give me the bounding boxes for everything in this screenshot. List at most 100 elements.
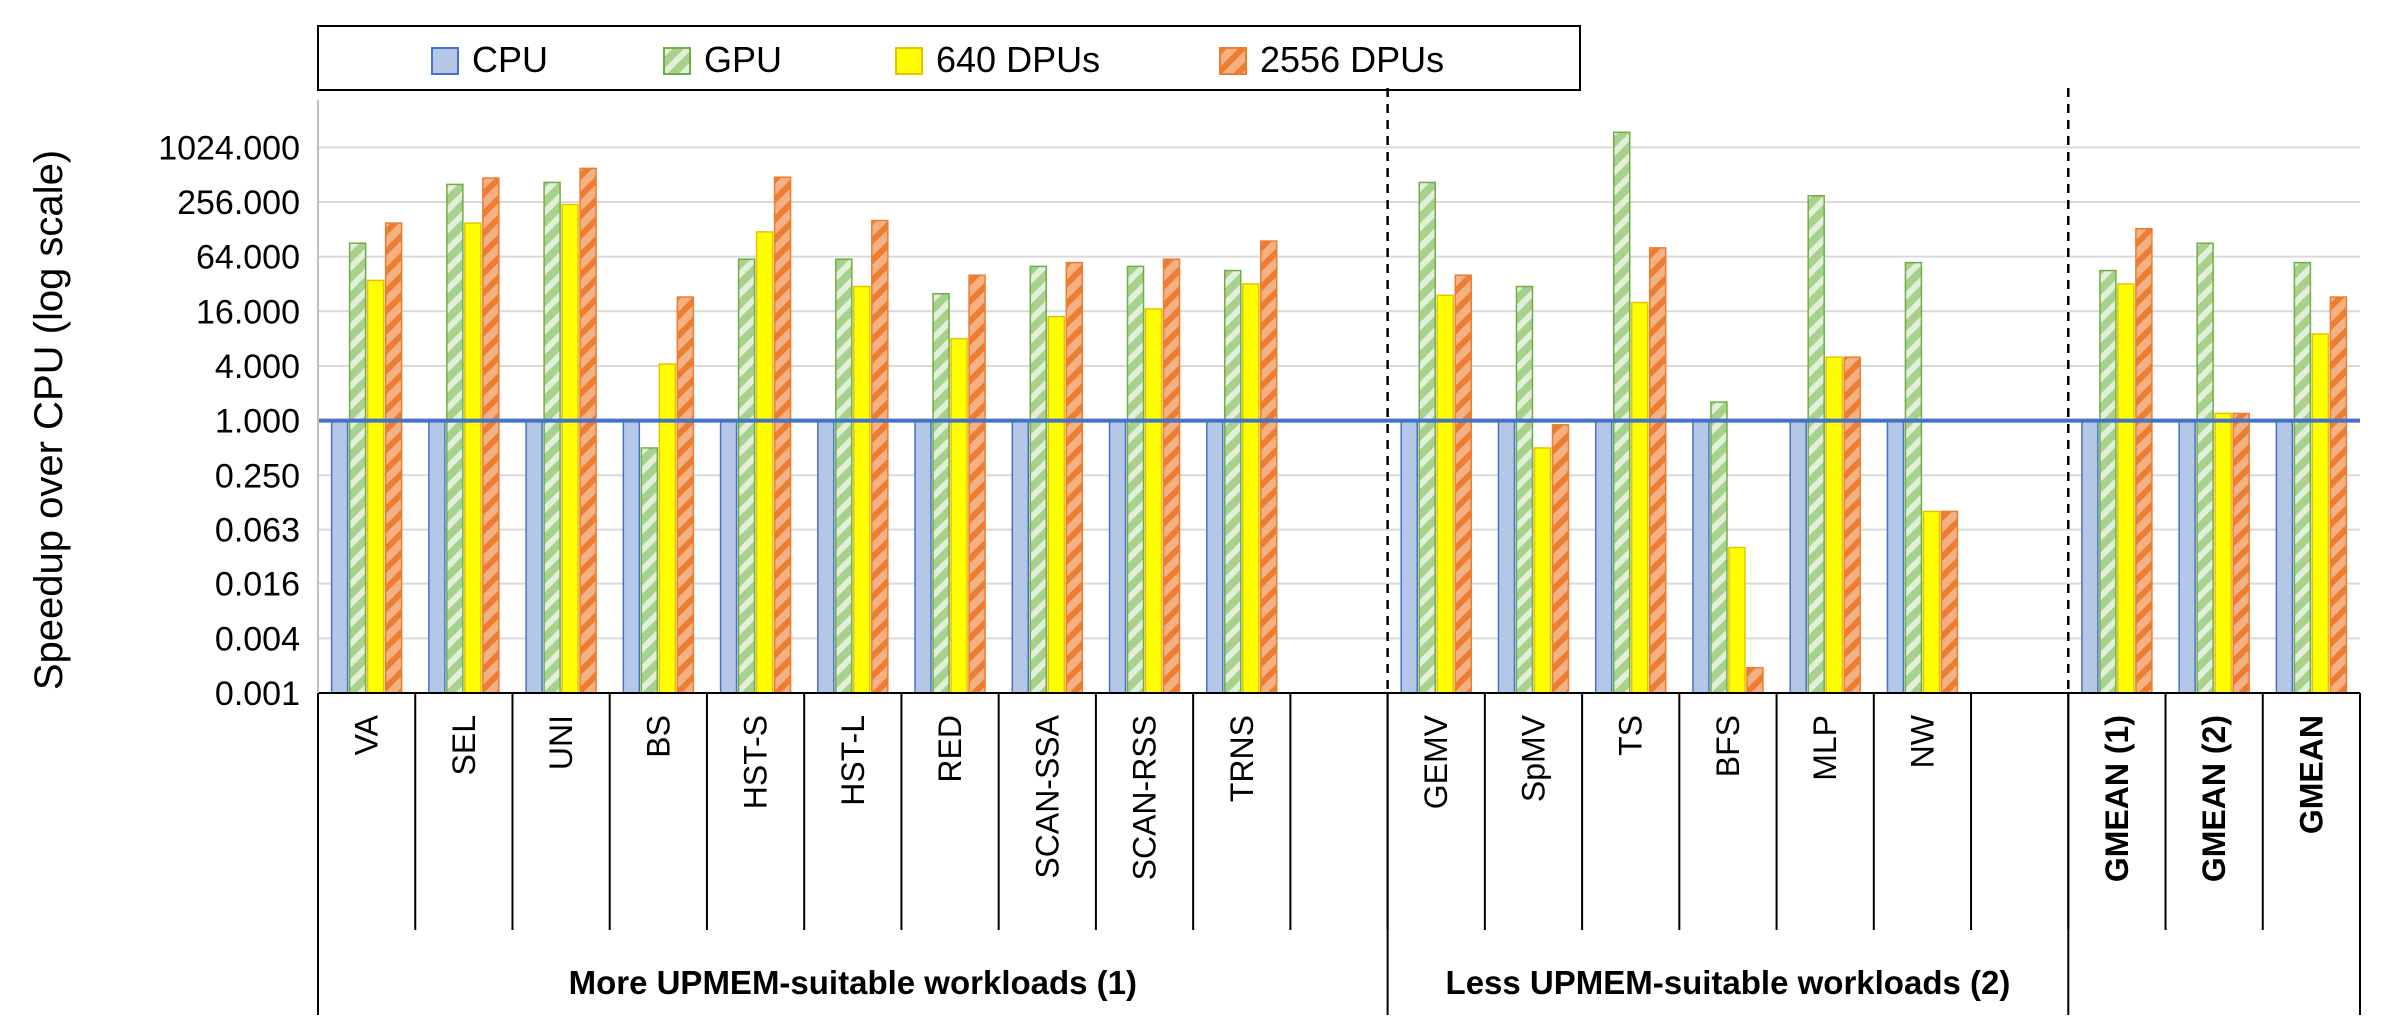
bar-cpu [1594, 419, 1613, 694]
legend-label-cpu: CPU [472, 39, 548, 80]
legend-swatch-2556-dpus [1219, 47, 1247, 75]
bar-gpu [543, 181, 561, 694]
bar-2556-dpus [579, 167, 597, 694]
y-tick-label: 256.000 [177, 184, 300, 222]
bar-2556-dpus [2232, 412, 2250, 694]
bar-640-dpus [1047, 315, 1066, 694]
bar-2556-dpus [871, 219, 889, 694]
bar-gpu [1612, 131, 1631, 694]
bar-2556-dpus [1940, 510, 1959, 694]
legend: CPU GPU 640 DPUs 2556 DPUs [317, 25, 1581, 91]
bar-cpu [2081, 419, 2099, 694]
bar-640-dpus [1242, 283, 1260, 694]
x-category-label: GMEAN (1) [2099, 715, 2135, 882]
bar-2556-dpus [1162, 258, 1181, 694]
x-category-label: BFS [1710, 715, 1746, 777]
bar-640-dpus [950, 337, 968, 694]
bar-cpu [428, 419, 446, 694]
bar-cpu [1789, 419, 1807, 694]
bar-640-dpus [2311, 333, 2330, 694]
y-tick-label: 1.000 [215, 403, 300, 441]
bar-gpu [932, 292, 950, 694]
y-axis-title: Speedup over CPU (log scale) [27, 150, 71, 690]
bar-640-dpus [1825, 356, 1843, 694]
legend-item-cpu: CPU [431, 39, 548, 80]
x-category-label: GMEAN (2) [2196, 715, 2232, 882]
bar-cpu [2275, 419, 2294, 694]
bar-2556-dpus [2329, 296, 2348, 694]
bars [318, 131, 2360, 694]
bar-cpu [1692, 419, 1710, 694]
bar-gpu [640, 447, 659, 694]
x-category-label: RED [932, 715, 968, 783]
group-label: More UPMEM-suitable workloads (1) [569, 964, 1137, 1001]
bar-cpu [622, 419, 641, 694]
bar-2556-dpus [1843, 356, 1861, 694]
bar-cpu [1108, 419, 1127, 694]
bar-640-dpus [853, 285, 871, 694]
bar-640-dpus [1436, 294, 1454, 694]
x-category-label: GMEAN [2293, 715, 2329, 834]
x-category-label: HST-L [835, 715, 871, 806]
y-tick-label: 4.000 [215, 348, 300, 386]
bar-2556-dpus [676, 296, 695, 694]
bar-gpu [1904, 261, 1923, 694]
x-category-label: SCAN-SSA [1029, 714, 1065, 878]
bar-640-dpus [1630, 301, 1649, 694]
bar-cpu [914, 419, 932, 694]
y-tick-label: 1024.000 [158, 129, 300, 167]
bar-2556-dpus [1065, 261, 1084, 694]
y-tick-label: 0.063 [215, 512, 300, 550]
bar-640-dpus [366, 279, 385, 694]
bar-gpu [2196, 242, 2214, 694]
bar-cpu [1011, 419, 1030, 694]
bar-640-dpus [658, 363, 677, 694]
x-category-label: HST-S [738, 715, 774, 809]
bar-2556-dpus [2135, 227, 2153, 694]
bar-cpu [1497, 419, 1516, 694]
legend-label-gpu: GPU [704, 39, 782, 80]
bar-640-dpus [2117, 283, 2135, 694]
bar-640-dpus [1144, 308, 1163, 694]
bar-gpu [1126, 265, 1145, 694]
y-axis-ticks: 0.001 0.004 0.016 0.063 0.250 1.000 4.000 16.00… [158, 129, 300, 713]
bar-2556-dpus [1454, 274, 1472, 694]
legend-item-640-dpus: 640 DPUs [895, 39, 1100, 80]
bar-2556-dpus [482, 177, 500, 694]
bar-2556-dpus [1551, 424, 1570, 694]
x-category-label: MLP [1807, 715, 1843, 781]
y-tick-label: 0.004 [215, 620, 300, 658]
bar-gpu [348, 242, 367, 694]
y-tick-label: 0.016 [215, 566, 300, 604]
y-tick-label: 0.250 [215, 457, 300, 495]
x-category-label: SEL [446, 715, 482, 775]
x-category-label: SCAN-RSS [1127, 715, 1163, 880]
bar-640-dpus [2214, 412, 2232, 694]
bar-2556-dpus [1260, 240, 1278, 694]
x-category-label: VA [349, 714, 385, 755]
bar-640-dpus [561, 203, 579, 694]
group-label: Less UPMEM-suitable workloads (2) [1446, 964, 2011, 1001]
legend-box [317, 25, 1581, 91]
bar-gpu [1418, 181, 1436, 694]
bar-gpu [2293, 261, 2312, 694]
bar-gpu [1807, 194, 1825, 694]
x-category-label: UNI [543, 715, 579, 770]
bar-cpu [1400, 419, 1418, 694]
x-category-label: TRNS [1224, 715, 1260, 802]
bar-gpu [737, 258, 756, 694]
bar-cpu [817, 419, 835, 694]
legend-swatch-gpu [663, 47, 691, 75]
bar-640-dpus [464, 222, 482, 694]
bar-cpu [525, 419, 543, 694]
bar-cpu [1886, 419, 1905, 694]
bar-gpu [2099, 269, 2117, 694]
y-tick-label: 0.001 [215, 675, 300, 713]
bar-gpu [1029, 265, 1048, 694]
bar-2556-dpus [773, 176, 792, 694]
y-tick-label: 16.000 [196, 293, 300, 331]
bar-2556-dpus [384, 222, 403, 694]
x-category-label: GEMV [1418, 714, 1454, 809]
bar-2556-dpus [1746, 666, 1764, 694]
